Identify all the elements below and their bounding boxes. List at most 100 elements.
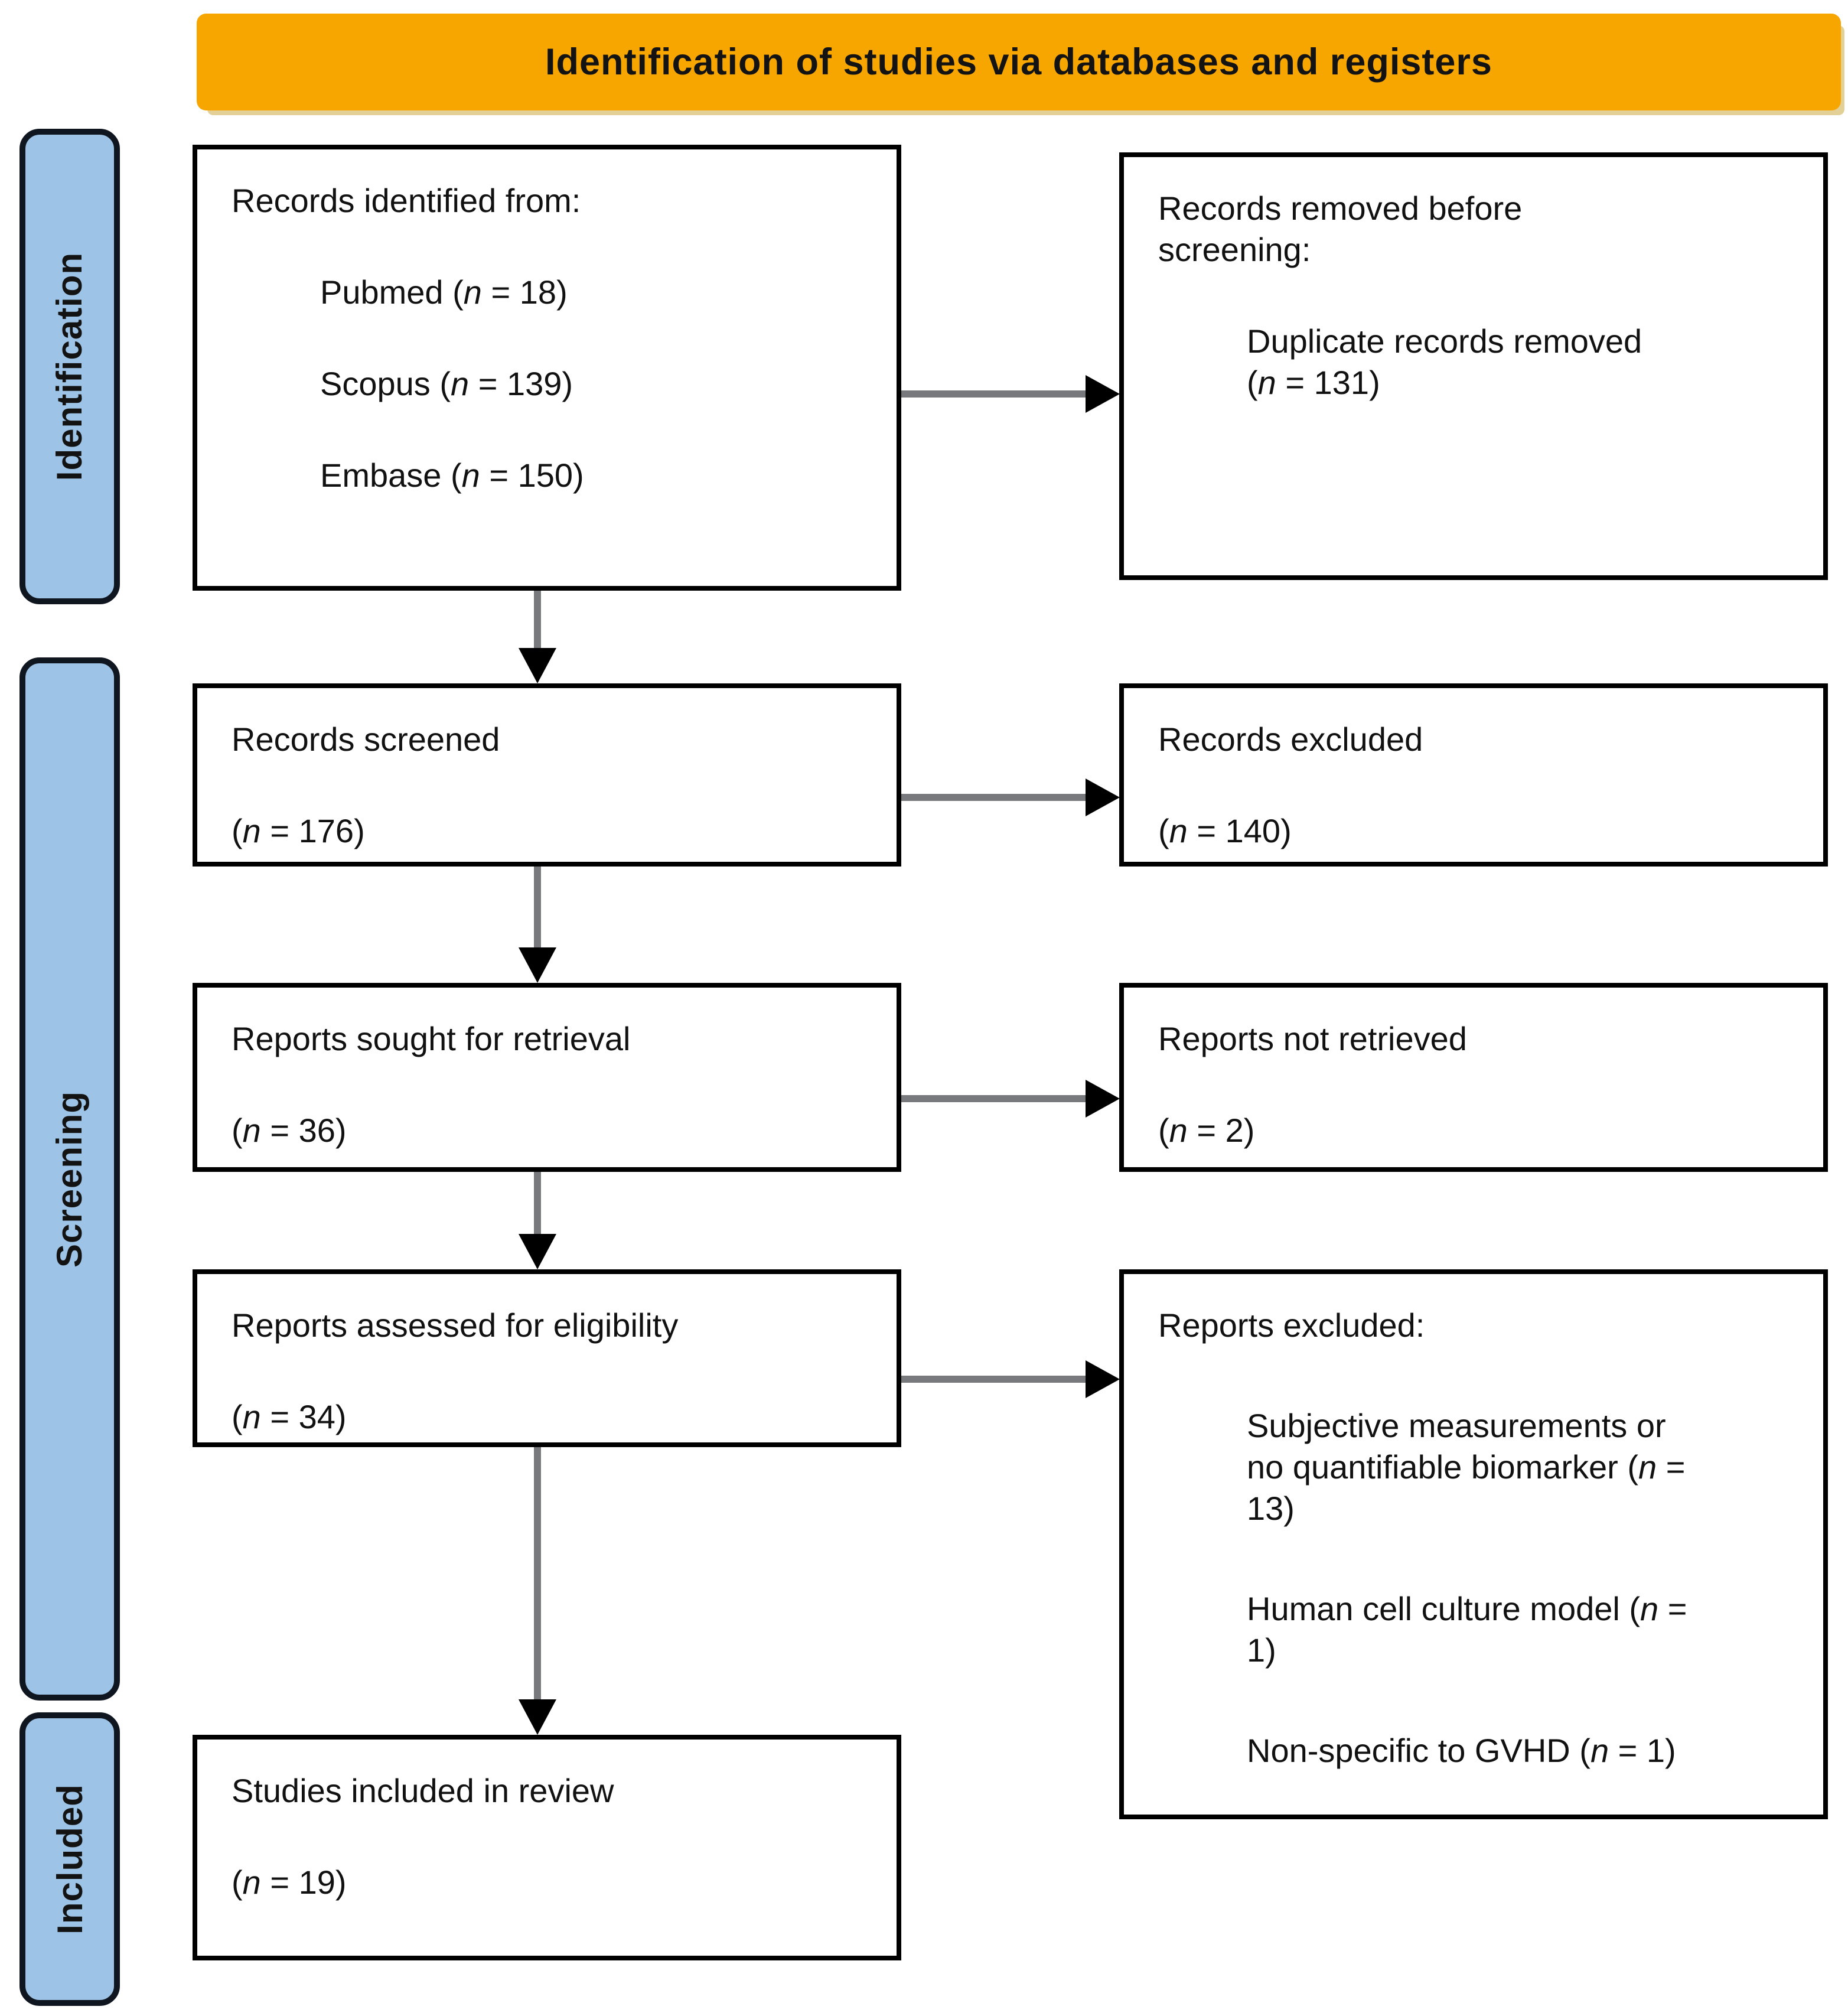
box-text-line: Subjective measurements or [1158,1405,1800,1447]
box-text-line: 13) [1158,1488,1800,1529]
text-segment: = 140) [1187,812,1292,849]
arrow-shaft [534,1447,541,1701]
text-segment: Non-specific to GVHD ( [1247,1732,1590,1769]
box-records-identified: Records identified from:Pubmed (n = 18)S… [193,145,901,591]
n-variable: n [242,1398,261,1435]
box-records-excluded: Records excluded (n = 140) [1119,683,1828,867]
text-segment: Reports not retrieved [1158,1020,1467,1057]
text-segment: ( [1158,1112,1169,1149]
text-segment: ( [232,1112,243,1149]
box-records-screened: Records screened (n = 176) [193,683,901,867]
arrow-shaft [534,591,541,650]
text-segment: no quantifiable biomarker ( [1247,1448,1639,1486]
text-segment: Reports sought for retrieval [232,1020,631,1057]
text-segment: = 139) [469,365,573,402]
stage-screening-label: Screening [50,1090,90,1268]
n-variable: n [1640,1590,1659,1627]
text-segment: Duplicate records removed [1247,323,1642,360]
box-text-line: screening: [1158,229,1800,271]
text-segment: 13) [1247,1490,1295,1527]
text-segment: Records removed before [1158,190,1523,227]
box-text-line: (n = 34) [232,1396,873,1438]
text-segment: Human cell culture model ( [1247,1590,1641,1627]
text-segment: = [1657,1448,1686,1486]
banner-title: Identification of studies via databases … [545,41,1492,83]
text-segment: Scopus ( [320,365,451,402]
text-segment: = 18) [481,273,568,311]
box-text-line: Records screened [232,719,873,760]
arrow-down-icon [519,1234,556,1269]
text-segment: = 2) [1187,1112,1255,1149]
box-text-line: Embase (n = 150) [232,455,873,496]
box-text-line: Non-specific to GVHD (n = 1) [1158,1730,1800,1771]
box-text-line: no quantifiable biomarker (n = [1158,1447,1800,1488]
arrow-shaft [534,1172,541,1236]
box-text-line: (n = 131) [1158,362,1800,403]
arrow-right-icon [1086,375,1120,413]
text-segment: Subjective measurements or [1247,1407,1666,1444]
n-variable: n [451,365,470,402]
arrow-shaft [901,794,1087,801]
box-reports-not-retrieved: Reports not retrieved(n = 2) [1119,983,1828,1172]
box-text-line: Human cell culture model (n = [1158,1588,1800,1630]
box-text-line: Pubmed (n = 18) [232,272,873,313]
text-segment: = 1) [1609,1732,1676,1769]
text-segment: = [1658,1590,1687,1627]
box-text-line: Reports sought for retrieval [232,1018,873,1060]
n-variable: n [1169,812,1188,849]
box-studies-included: Studies included in review (n = 19) [193,1735,901,1960]
box-text-line: (n = 19) [232,1862,873,1903]
arrow-right-icon [1086,1080,1120,1118]
box-text-line: (n = 140) [1158,810,1800,852]
stage-included: Included [19,1712,120,2006]
stage-screening: Screening [19,657,120,1701]
text-segment: Records excluded [1158,721,1423,758]
box-text-line: Reports not retrieved [1158,1018,1800,1060]
stage-identification: Identification [19,129,120,604]
banner: Identification of studies via databases … [197,14,1841,110]
text-segment: ( [232,1398,243,1435]
arrow-shaft [901,390,1087,398]
text-segment: ( [1158,812,1169,849]
n-variable: n [1590,1732,1609,1769]
arrow-shaft [901,1376,1087,1383]
stage-identification-label: Identification [50,252,90,481]
text-segment: Studies included in review [232,1772,614,1809]
text-segment: = 150) [480,457,584,494]
arrow-down-icon [519,947,556,983]
n-variable: n [463,273,482,311]
text-segment: screening: [1158,231,1311,268]
box-reports-excluded: Reports excluded:Subjective measurements… [1119,1269,1828,1819]
text-segment: Pubmed ( [320,273,464,311]
text-segment: 1) [1247,1631,1276,1669]
n-variable: n [1638,1448,1657,1486]
arrow-down-icon [519,1699,556,1735]
box-text-line: Records excluded [1158,719,1800,760]
arrow-down-icon [519,648,556,683]
box-text-line: Records removed before [1158,188,1800,229]
n-variable: n [242,1864,261,1901]
text-segment: = 131) [1276,364,1380,401]
n-variable: n [461,457,480,494]
box-text-line: (n = 36) [232,1110,873,1151]
text-segment: = 176) [260,812,365,849]
arrow-shaft [534,867,541,949]
box-reports-sought: Reports sought for retrieval (n = 36) [193,983,901,1172]
text-segment: ( [1247,364,1258,401]
box-text-line: (n = 176) [232,810,873,852]
box-text-line: Studies included in review [232,1770,873,1812]
box-text-line: 1) [1158,1630,1800,1671]
text-segment: = 36) [260,1112,347,1149]
text-segment: Records screened [232,721,500,758]
arrow-right-icon [1086,779,1120,816]
box-text-line: Scopus (n = 139) [232,363,873,405]
text-segment: = 34) [260,1398,347,1435]
arrow-shaft [901,1095,1087,1102]
text-segment: Records identified from: [232,182,581,219]
box-text-line: Reports assessed for eligibility [232,1305,873,1346]
box-reports-assessed: Reports assessed for eligibility (n = 34) [193,1269,901,1447]
text-segment: ( [232,812,243,849]
stage-included-label: Included [50,1784,90,1934]
n-variable: n [242,1112,261,1149]
